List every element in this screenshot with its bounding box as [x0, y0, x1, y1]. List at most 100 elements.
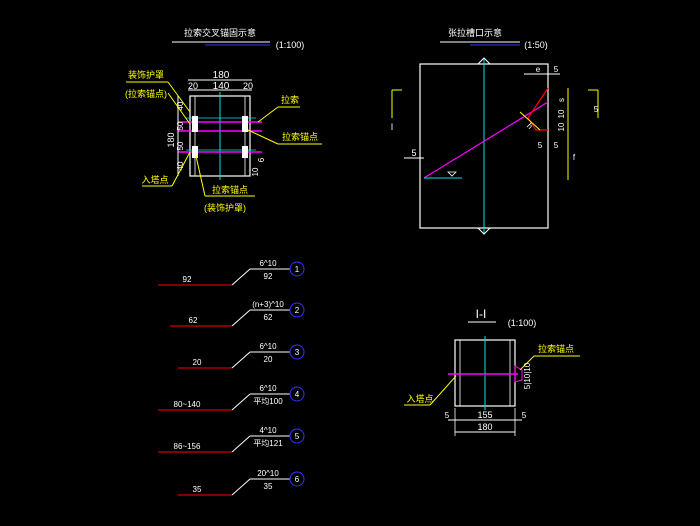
weld-leader — [231, 393, 251, 411]
section-dim-155: 155 — [477, 410, 492, 420]
section-dim-side: 5|10|10 — [523, 362, 532, 389]
inclined-cable — [423, 101, 549, 179]
weld-number: 4 — [295, 390, 300, 399]
section-leader-anchor — [519, 355, 535, 371]
weld-leader — [231, 351, 251, 369]
dim-20-right: 20 — [243, 81, 253, 91]
dim-5-mid: 5 — [538, 141, 543, 150]
leader-anchor-bottom — [195, 155, 206, 197]
dim-10-a: 10 — [557, 109, 566, 118]
dim-h-notch: h — [525, 121, 535, 131]
leader-decor-cover — [167, 81, 191, 113]
weld-number: 2 — [295, 306, 300, 315]
label-anchor-point: 拉索锚点 — [282, 131, 318, 142]
weld-number-circle — [289, 344, 305, 360]
weld-length: 35 — [193, 485, 202, 494]
weld-callout: 1 6^10 92 92 — [158, 259, 305, 286]
section-leader-entry — [429, 375, 457, 406]
weld-spec-below: 平均121 — [253, 438, 283, 448]
dim-e: e — [536, 65, 541, 74]
break-mark-top — [477, 57, 491, 65]
dim-180-top: 180 — [213, 70, 230, 81]
detail-tension-slot: 张拉槽口示意 (1:50) h I 5 e 5 s 10 10 5 5 f — [391, 27, 599, 235]
anchor-plate-1 — [192, 116, 198, 132]
weld-number-circle — [289, 471, 305, 487]
weld-length: 80~140 — [174, 400, 201, 409]
dim-20-left: 20 — [188, 81, 198, 91]
dim-6-bottom: 6 — [257, 157, 266, 162]
section-i-i: I-I (1:100) 拉索锚点 入塔点 5|10|10 155 5 5 180 — [404, 307, 580, 436]
leader-anchor-paren — [167, 92, 191, 125]
weld-number-circle — [289, 261, 305, 277]
detail-a-title: 拉索交叉锚固示意 — [184, 27, 256, 38]
weld-number: 1 — [295, 265, 300, 274]
section-scale: (1:100) — [508, 318, 537, 328]
weld-spec-above: 6^10 — [259, 384, 277, 393]
weld-callout-list: 16^1092922(n+3)^10626236^10202046^10平均10… — [158, 259, 305, 496]
weld-spec-above: (n+3)^10 — [252, 300, 284, 309]
weld-leader — [231, 268, 251, 286]
weld-spec-above: 6^10 — [259, 259, 277, 268]
dim-10-b: 10 — [557, 122, 566, 131]
weld-spec-above: 4^10 — [259, 426, 277, 435]
dim-s: s — [557, 98, 566, 102]
section-label-anchor: 拉索锚点 — [538, 343, 574, 354]
dim-r: 5 — [594, 105, 599, 114]
dim-40-a: 40 — [176, 101, 185, 110]
angle-symbol-left — [447, 171, 457, 177]
break-mark-bottom — [477, 227, 491, 235]
weld-spec-below: 35 — [264, 482, 273, 491]
weld-callout: 4 6^10 平均100 80~140 — [158, 384, 305, 411]
label-decor-cover-bottom: (装饰护罩) — [204, 202, 246, 213]
detail-b-scale: (1:50) — [524, 40, 548, 50]
weld-number-circle — [289, 302, 305, 318]
label-decor-cover: 装饰护罩 — [128, 69, 164, 80]
label-cable: 拉索 — [281, 94, 299, 105]
dim-10-bottom: 10 — [251, 167, 260, 176]
dim-f: f — [573, 153, 576, 162]
dim-5-top: 5 — [554, 65, 559, 74]
detail-b-title: 张拉槽口示意 — [448, 27, 502, 38]
weld-spec-below: 62 — [264, 313, 273, 322]
dim-180-left: 180 — [166, 132, 176, 147]
dim-140: 140 — [213, 81, 230, 92]
weld-leader — [231, 478, 251, 496]
weld-length: 20 — [193, 358, 202, 367]
dim-40-b: 40 — [176, 161, 185, 170]
notch-dim-diagonal — [519, 111, 541, 131]
dim-5-right: 5 — [554, 141, 559, 150]
weld-leader — [231, 309, 251, 327]
dim-50-b: 50 — [176, 141, 185, 150]
section-mark-left-label: I — [391, 122, 394, 132]
leader-anchor-point — [247, 129, 279, 145]
anchor-plate-2 — [242, 116, 248, 132]
weld-spec-below: 92 — [264, 272, 273, 281]
weld-callout: 2 (n+3)^10 62 62 — [170, 300, 305, 327]
weld-number-circle — [289, 386, 305, 402]
weld-length: 92 — [183, 275, 192, 284]
weld-spec-above: 6^10 — [259, 342, 277, 351]
weld-number: 6 — [295, 475, 300, 484]
section-anchor-head — [514, 365, 523, 383]
detail-cross-anchorage: 拉索交叉锚固示意 (1:100) 180 140 20 20 180 40 50… — [125, 27, 322, 213]
weld-spec-below: 平均100 — [253, 396, 283, 406]
weld-number: 3 — [295, 348, 300, 357]
dim-50-a: 50 — [176, 121, 185, 130]
detail-a-scale: (1:100) — [276, 40, 305, 50]
section-dim-180: 180 — [477, 422, 492, 432]
weld-spec-above: 20^10 — [257, 469, 279, 478]
anchor-plate-3 — [192, 146, 198, 158]
label-anchor-paren: (拉索锚点) — [125, 88, 167, 99]
weld-number: 5 — [295, 432, 300, 441]
section-dim-5-right: 5 — [522, 411, 527, 420]
section-title: I-I — [476, 307, 487, 321]
weld-length: 62 — [189, 316, 198, 325]
slot-notch — [527, 87, 549, 131]
leader-entry-point — [171, 151, 191, 187]
weld-number-circle — [289, 428, 305, 444]
leader-cable — [257, 106, 279, 123]
section-dim-5-left: 5 — [445, 411, 450, 420]
